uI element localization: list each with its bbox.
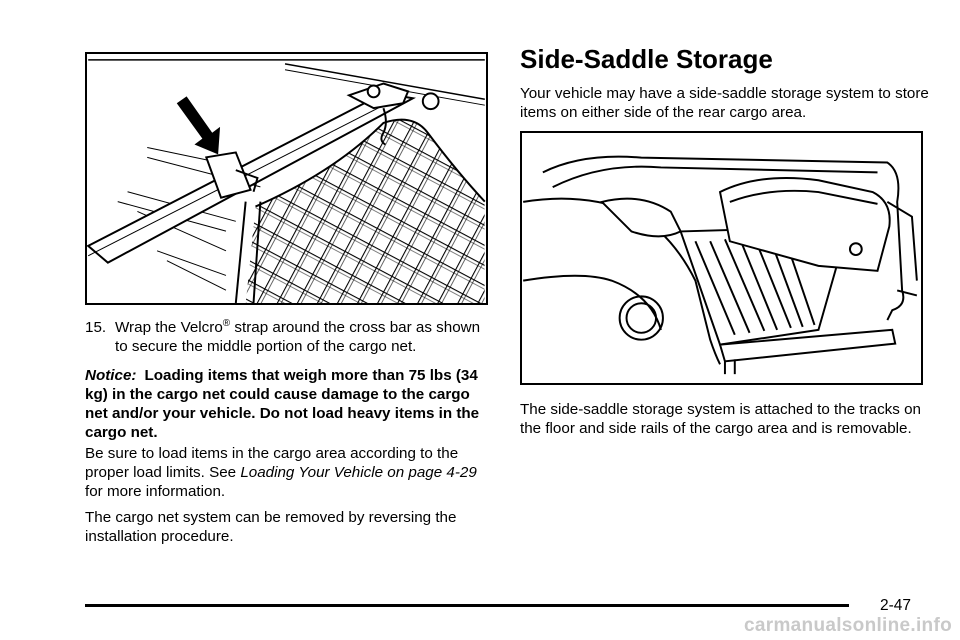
notice-label: Notice: [85,367,137,384]
load-reference-link[interactable]: Loading Your Vehicle on page 4-29 [240,464,477,481]
section-heading: Side-Saddle Storage [520,44,773,74]
notice-block: Notice:Loading items that weigh more tha… [85,366,495,442]
load-limits-paragraph: Be sure to load items in the cargo area … [85,444,495,501]
load-text-start: Be sure to load items in the cargo area … [85,445,459,481]
removal-paragraph: The cargo net system can be removed by r… [85,509,457,545]
step-text-start: Wrap the Velcro [115,319,223,336]
watermark: carmanualsonline.info [744,615,952,636]
side-saddle-drawing [523,155,918,375]
cargo-net-illustration [85,52,488,305]
intro-paragraph: Your vehicle may have a side-saddle stor… [520,85,929,121]
load-text-end: for more information. [85,483,226,500]
attach-paragraph: The side-saddle storage system is attach… [520,401,921,437]
registered-mark: ® [222,318,231,329]
side-saddle-illustration [520,131,923,385]
cargo-net-drawing [87,59,486,303]
notice-text: Loading items that weigh more than 75 lb… [85,367,480,441]
step-number: 15. [85,319,107,336]
footer-rule [85,604,849,607]
step-text-rest: strap around the cross bar as shown to s… [115,319,481,355]
page-number: 2-47 [880,597,912,614]
instruction-step: 15. Wrap the Velcro® strap around the cr… [85,318,495,356]
